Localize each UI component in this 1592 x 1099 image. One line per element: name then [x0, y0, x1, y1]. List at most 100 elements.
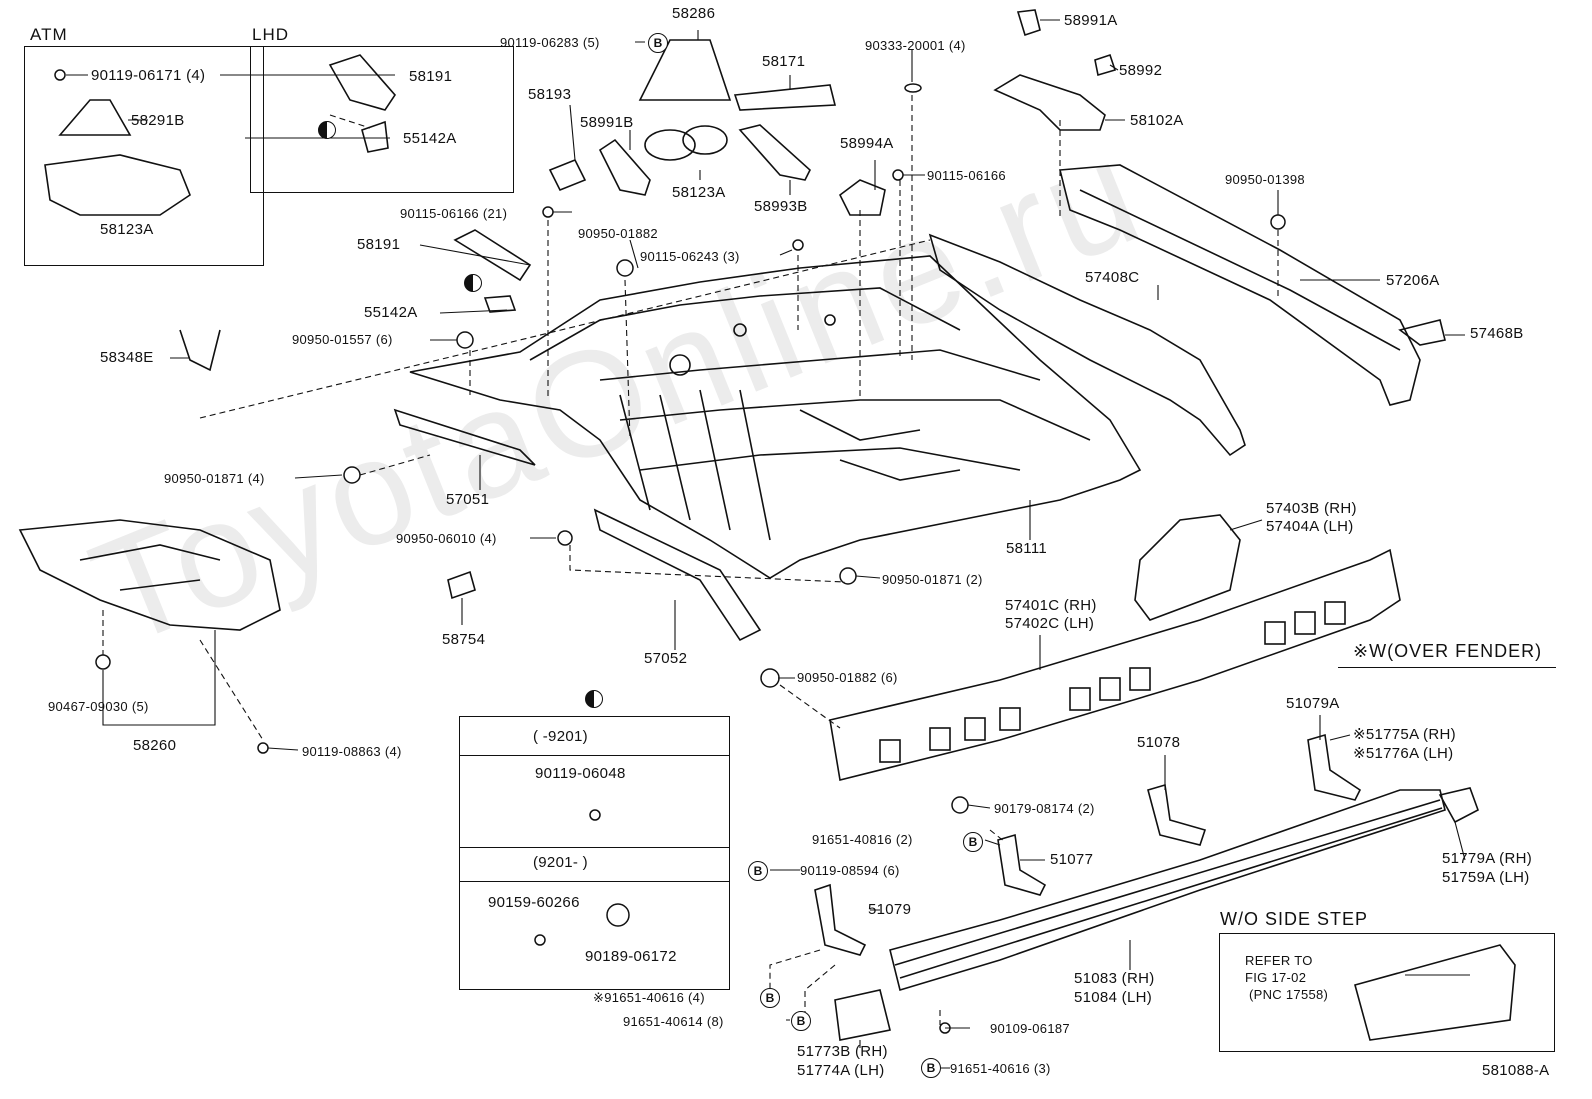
part-label: 90119-08594 (6) [800, 863, 900, 878]
refer-panel-shape [1354, 944, 1516, 1041]
bolt-90119-06048 [589, 809, 601, 821]
part-label: 58260 [133, 737, 177, 754]
lhd-panel [250, 46, 514, 193]
rocker-57401C [829, 548, 1401, 781]
part-label: 90467-09030 (5) [48, 699, 149, 714]
date-row-2: (9201- ) [533, 854, 588, 871]
bracket-58991A [1016, 9, 1041, 37]
part-label: 51083 (RH) [1074, 970, 1155, 987]
clip-90467-09030 [95, 654, 111, 670]
bracket-58102A [993, 74, 1106, 131]
atm-title: ATM [30, 25, 68, 44]
lhd-title: LHD [252, 25, 290, 44]
skid-plate-58260 [18, 519, 281, 631]
part-label: 51079 [868, 901, 912, 918]
part-label: 90115-06166 [927, 168, 1006, 183]
bolt-90115-06166-21 [542, 206, 554, 218]
clip-90189-06172 [606, 903, 630, 927]
bracket-58348E [179, 329, 221, 372]
part-label: 58286 [672, 5, 716, 22]
part-label: ※91651-40616 (4) [593, 990, 705, 1005]
table-divider [460, 847, 729, 848]
rail-57206A [1058, 164, 1421, 406]
rocker-holes [879, 601, 1346, 763]
part-label: 58102A [1130, 112, 1184, 129]
refer-panel [1219, 933, 1555, 1052]
boot-58286 [638, 39, 732, 101]
wo-side-step-note: W/O SIDE STEP [1220, 909, 1369, 929]
part-label: 58193 [528, 86, 572, 103]
part-label: 90950-06010 (4) [396, 531, 497, 546]
part-label: 90115-06243 (3) [640, 249, 740, 264]
half-circle-symbol [464, 274, 482, 292]
half-circle-symbol [318, 121, 336, 139]
part-label: 57404A (LH) [1266, 518, 1354, 535]
part-label: 58191 [357, 236, 401, 253]
bracket-51079 [814, 883, 867, 956]
part-label: 90333-20001 (4) [865, 38, 966, 53]
part-label: 51773B (RH) [797, 1043, 888, 1060]
plug-90179-08174 [951, 796, 969, 814]
part-label: 57468B [1470, 325, 1524, 342]
part-label: 51774A (LH) [797, 1062, 885, 1079]
part-label: 57051 [446, 491, 490, 508]
atm-panel [24, 46, 264, 266]
note-underline [1338, 667, 1556, 668]
rail-57051 [393, 408, 536, 466]
bolt-90159-60266 [534, 934, 546, 946]
refer-line: REFER TO [1245, 953, 1313, 968]
part-label: 51077 [1050, 851, 1094, 868]
part-label: 58992 [1119, 62, 1163, 79]
part-label: 90119-06283 (5) [500, 35, 600, 50]
bracket-51779A [1438, 787, 1479, 824]
bracket-55142A-lhd [361, 120, 389, 153]
part-label: 58171 [762, 53, 806, 70]
part-label: ※51775A (RH) [1353, 726, 1456, 743]
part-label: 57401C (RH) [1005, 597, 1097, 614]
bolt-90115-06243 [792, 239, 804, 251]
refer-line: FIG 17-02 [1245, 970, 1307, 985]
part-label: 91651-40616 (3) [950, 1061, 1051, 1076]
bracket-58991B [598, 138, 651, 196]
bracket-51078 [1147, 783, 1207, 846]
bracket-58754 [447, 570, 476, 600]
plug-90950-01398 [1270, 214, 1286, 230]
part-label: 90950-01557 (6) [292, 332, 393, 347]
bracket-58191 [453, 229, 532, 282]
over-fender-note: ※W(OVER FENDER) [1353, 641, 1543, 661]
part-label: 90950-01882 [578, 226, 658, 241]
part-label: ※51776A (LH) [1353, 745, 1454, 762]
part-label: 57403B (RH) [1266, 500, 1357, 517]
b-symbol: B [648, 33, 668, 53]
part-label: 58191 [409, 68, 453, 85]
part-label: 57408C [1085, 269, 1140, 286]
bracket-58992 [1094, 53, 1117, 77]
gasket-58123A-atm [44, 154, 191, 216]
part-label: 57402C (LH) [1005, 615, 1095, 632]
part-label: 90119-08863 (4) [302, 744, 402, 759]
part-label: 51084 (LH) [1074, 989, 1153, 1006]
bracket-55142A [483, 295, 517, 313]
part-label: 90109-06187 [990, 1021, 1070, 1036]
boot-58291B [58, 99, 132, 136]
part-label: 90950-01871 (2) [882, 572, 983, 587]
part-label: 91651-40614 (8) [623, 1014, 724, 1029]
part-label: 58754 [442, 631, 486, 648]
plug-90950-01882 [616, 259, 634, 277]
date-row-1: ( -9201) [533, 728, 588, 745]
part-label: 57206A [1386, 272, 1440, 289]
rail-57408C [928, 233, 1246, 457]
plug-90950-06010 [557, 530, 573, 546]
part-label: 51078 [1137, 734, 1181, 751]
part-label: 90159-60266 [488, 894, 580, 911]
part-label: 51759A (LH) [1442, 869, 1530, 886]
part-label: 90119-06048 [535, 765, 626, 782]
plug-90950-01871-4 [343, 466, 361, 484]
bolt-90119-06171 [54, 69, 66, 81]
mount-58994A [838, 179, 886, 216]
bracket-51079A [1307, 733, 1362, 801]
part-label: 90950-01871 (4) [164, 471, 265, 486]
table-divider [460, 881, 729, 882]
part-label: 58348E [100, 349, 154, 366]
